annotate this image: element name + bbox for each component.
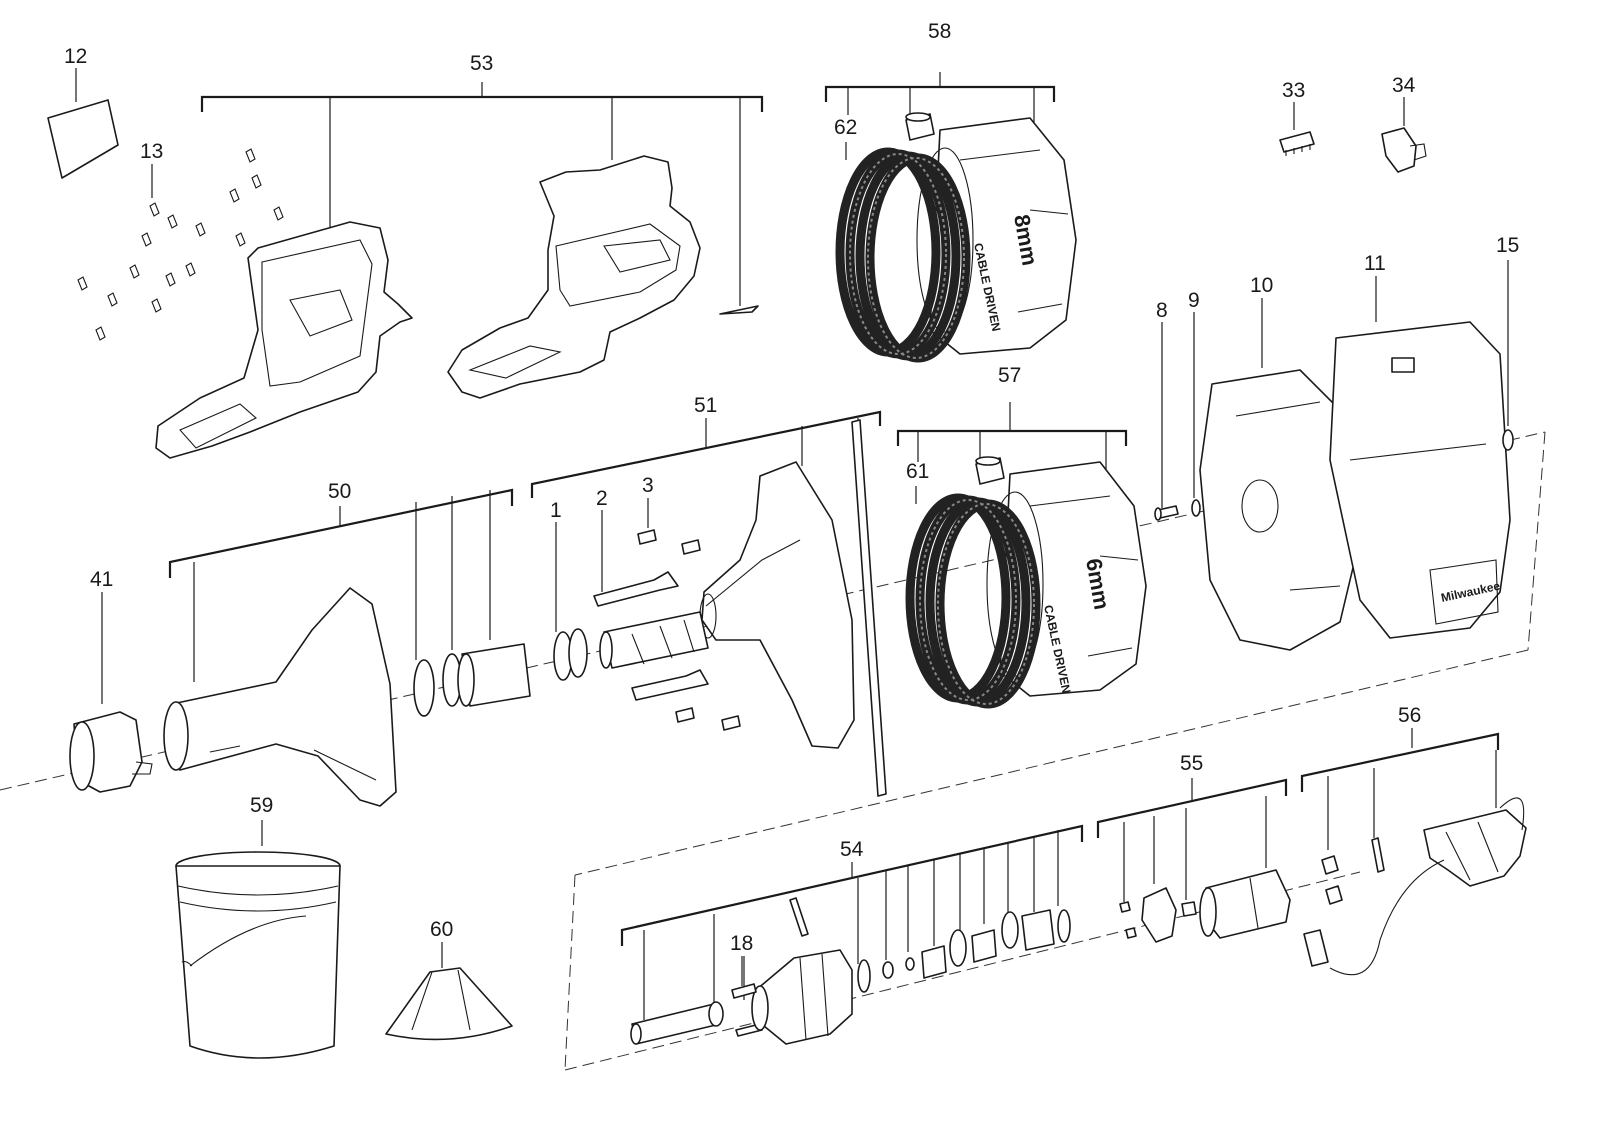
label-34: 34 — [1392, 74, 1416, 97]
label-9: 9 — [1188, 289, 1200, 312]
label-50: 50 — [328, 480, 351, 503]
part-33-connector — [1279, 102, 1315, 156]
part-11-outer-cover: Milwaukee — [1329, 276, 1511, 639]
label-62: 62 — [834, 116, 857, 139]
label-12: 12 — [64, 45, 87, 68]
part-58-drum-8mm-kit: 8mm CABLE DRIVEN — [824, 72, 1077, 363]
part-51-front-housing-kit — [530, 410, 887, 797]
label-13: 13 — [140, 140, 163, 163]
part-56-electronics-kit — [1300, 728, 1527, 976]
label-2: 2 — [596, 487, 608, 510]
part-61-62-leaders — [845, 142, 917, 504]
label-55: 55 — [1180, 752, 1203, 775]
label-57: 57 — [998, 364, 1021, 387]
part-18-pin — [731, 956, 757, 999]
label-61: 61 — [906, 460, 929, 483]
label-56: 56 — [1398, 704, 1421, 727]
label-8: 8 — [1156, 299, 1168, 322]
part-2-clip — [593, 510, 709, 701]
label-51: 51 — [694, 394, 717, 417]
cable-coil-6mm — [905, 493, 1041, 709]
part-54-gearbox-kit — [620, 824, 1084, 1045]
part-55-motor-kit — [1096, 778, 1291, 943]
label-33: 33 — [1282, 79, 1305, 102]
label-58: 58 — [928, 20, 951, 43]
part-53-housing-set — [155, 82, 764, 459]
part-15-o-ring — [1502, 260, 1514, 451]
label-10: 10 — [1250, 274, 1273, 297]
part-12-label-sheet — [47, 68, 119, 179]
part-57-drum-6mm-kit: 6mm CABLE DRIVEN — [896, 402, 1147, 709]
part-41-nozzle-cap — [69, 592, 153, 793]
part-59-bucket — [175, 820, 341, 1059]
label-3: 3 — [642, 474, 654, 497]
label-41: 41 — [90, 568, 113, 591]
label-15: 15 — [1496, 234, 1519, 257]
part-50-front-guide-kit — [163, 488, 531, 807]
label-11: 11 — [1364, 252, 1386, 275]
part-60-foot-cone — [385, 942, 513, 1041]
part-8-screw — [1154, 322, 1179, 521]
label-54: 54 — [840, 838, 864, 861]
part-34-switch — [1381, 97, 1427, 173]
label-60: 60 — [430, 918, 453, 941]
label-59: 59 — [250, 794, 273, 817]
part-13-screws — [77, 148, 284, 341]
label-53: 53 — [470, 52, 493, 75]
part-10-inner-drum — [1199, 298, 1363, 651]
label-1: 1 — [550, 499, 562, 522]
label-18: 18 — [730, 932, 753, 955]
part-1-retaining-rings — [553, 522, 588, 681]
cable-coil-8mm — [835, 147, 971, 363]
part-3-screws — [637, 498, 741, 731]
part-9-washer — [1191, 312, 1201, 517]
callout-labels: 12 13 53 58 62 33 34 15 11 10 9 8 57 61 … — [64, 20, 1519, 955]
